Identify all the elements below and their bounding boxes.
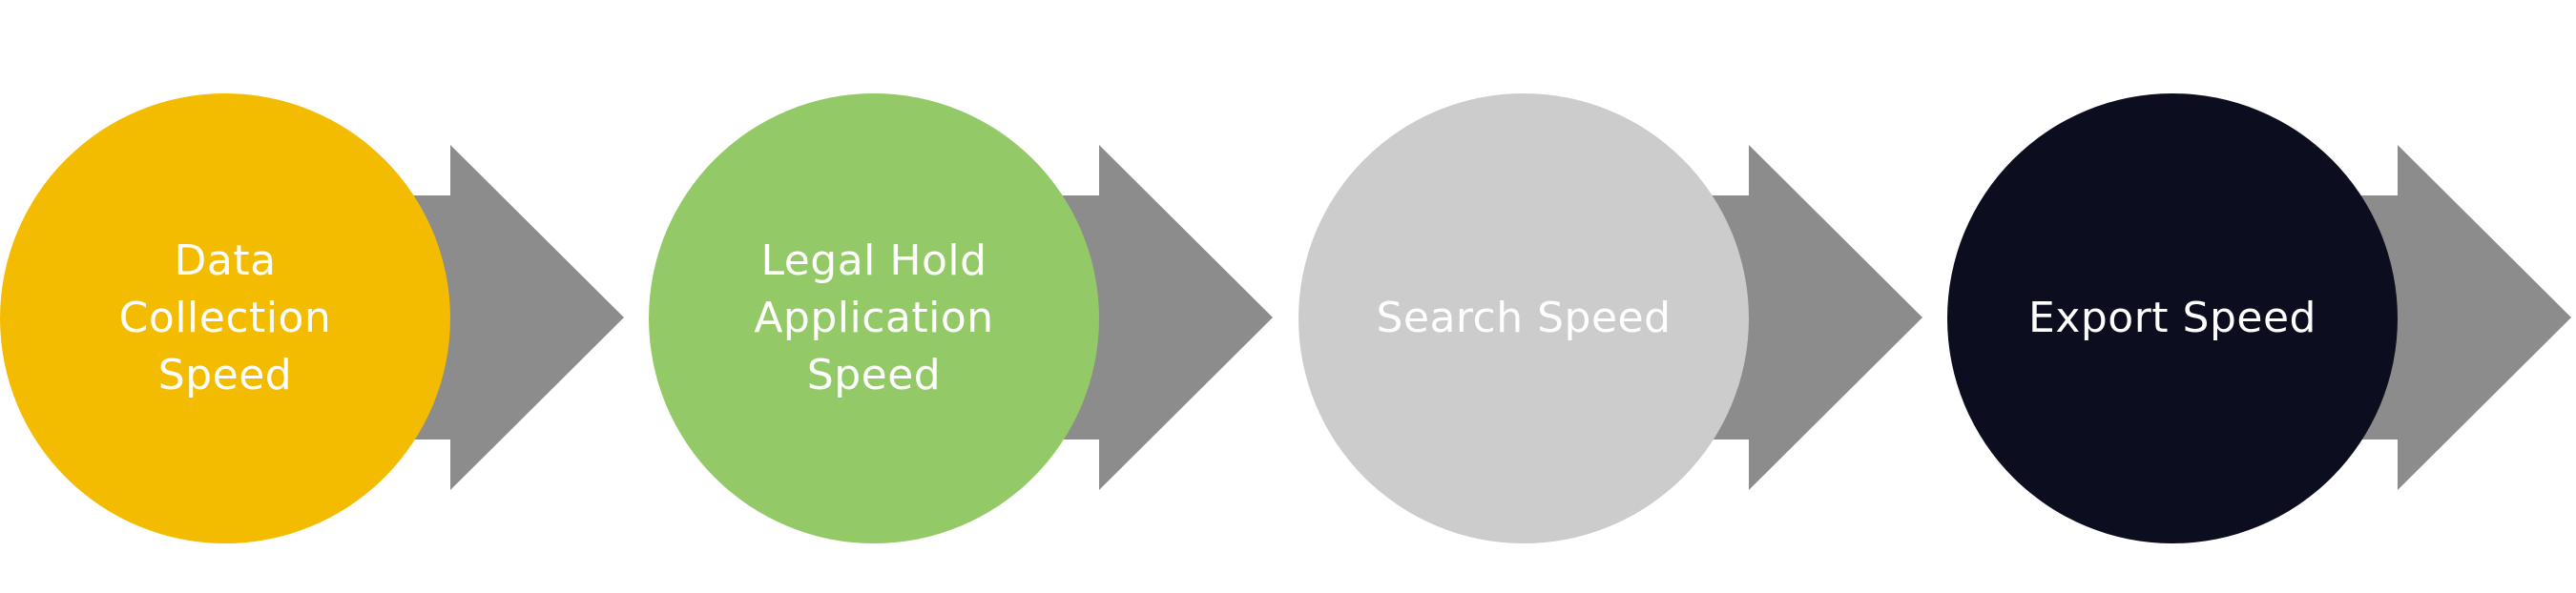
step-circle bbox=[649, 93, 1099, 543]
step-circle bbox=[0, 93, 450, 543]
arrow-right-icon bbox=[1947, 93, 2571, 543]
step-search: Search Speed bbox=[1298, 0, 1947, 593]
step-arrow bbox=[1030, 145, 1273, 490]
step-label: Data Collection Speed bbox=[118, 236, 332, 399]
arrow-right-icon bbox=[1298, 93, 1922, 543]
arrow-right-icon bbox=[649, 93, 1273, 543]
step-label: Search Speed bbox=[1376, 294, 1672, 342]
step-arrow bbox=[2329, 145, 2571, 490]
step-circle bbox=[1298, 93, 1749, 543]
step-circle bbox=[1947, 93, 2398, 543]
step-data-collection: Data Collection Speed bbox=[0, 0, 649, 593]
step-arrow bbox=[1680, 145, 1922, 490]
step-arrow bbox=[382, 145, 624, 490]
step-label: Export Speed bbox=[2028, 294, 2316, 342]
step-export: Export Speed bbox=[1947, 0, 2576, 593]
step-legal-hold: Legal Hold Application Speed bbox=[649, 0, 1298, 593]
arrow-right-icon bbox=[0, 93, 624, 543]
step-label: Legal Hold Application Speed bbox=[754, 236, 994, 399]
